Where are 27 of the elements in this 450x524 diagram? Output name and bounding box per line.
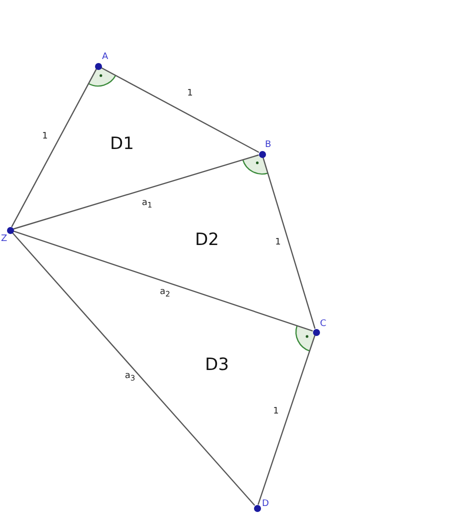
point-label: C	[320, 319, 326, 329]
triangle-label: D3	[205, 355, 229, 375]
edge-label: 1	[275, 238, 281, 248]
point-label: A	[102, 52, 108, 62]
line-segment	[11, 68, 97, 228]
point	[312, 328, 320, 336]
edge-label: a$_{1}$	[142, 198, 152, 210]
point	[6, 226, 14, 234]
line-segment	[12, 232, 256, 506]
line-segment	[13, 154, 259, 230]
line-segment	[262, 157, 316, 329]
point	[94, 62, 102, 70]
line-segment	[100, 67, 260, 153]
point-label: Z	[1, 234, 8, 244]
edge-label: a$_{2}$	[160, 288, 170, 298]
edge-label: 1	[187, 90, 193, 98]
triangle-label: D1	[110, 134, 134, 154]
line-segment	[13, 230, 313, 332]
point-label: B	[265, 140, 272, 150]
edge-label: 1	[273, 408, 279, 416]
triangle-label: D2	[195, 230, 219, 250]
edge-label: 1	[42, 132, 48, 142]
point-label: D	[262, 499, 269, 509]
point	[254, 504, 260, 512]
line-segment	[258, 335, 316, 505]
point	[258, 150, 266, 158]
edge-label: a$_{3}$	[124, 372, 136, 382]
